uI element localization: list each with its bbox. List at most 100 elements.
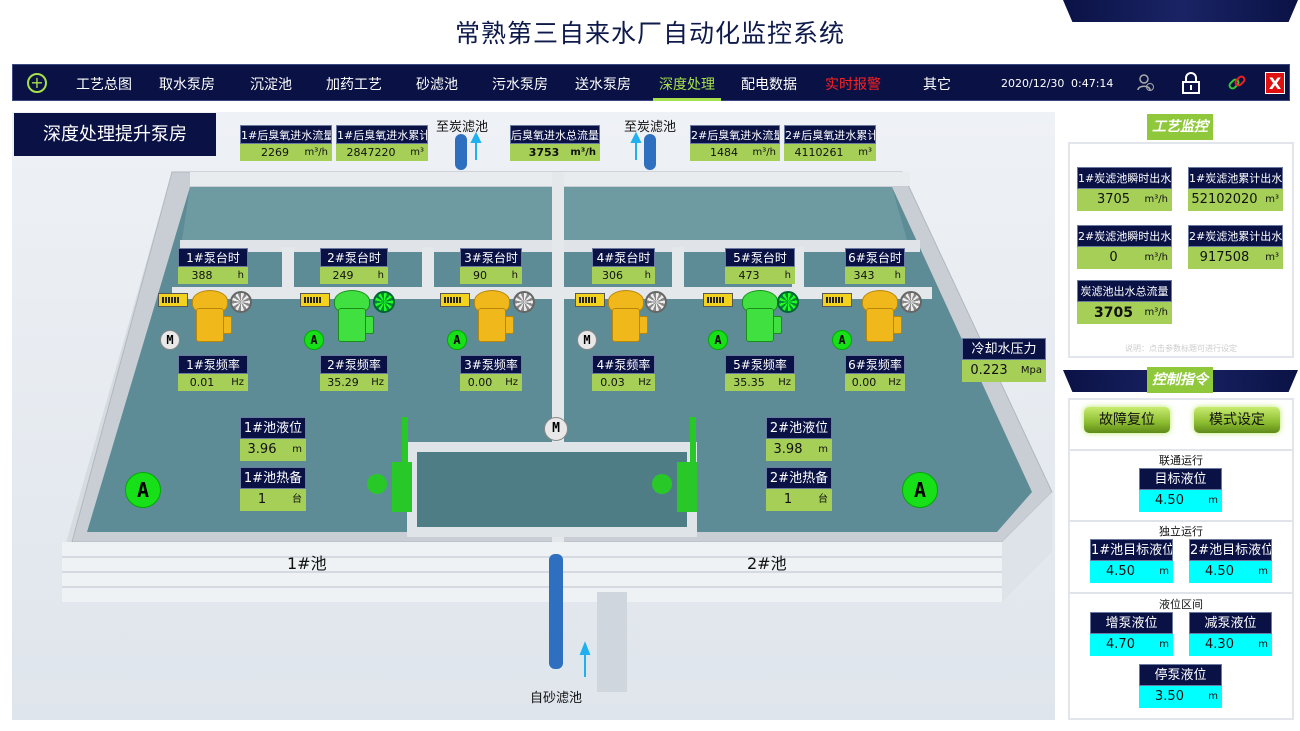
user-icon[interactable] <box>1137 73 1155 93</box>
label: 5#泵频率 <box>725 355 795 374</box>
nav-advanced-treatment[interactable]: 深度处理 <box>653 74 721 101</box>
pump-6-mode-indicator[interactable]: A <box>832 330 852 350</box>
pump-1-motor-icon[interactable] <box>192 290 232 346</box>
nav-other[interactable]: 其它 <box>923 77 951 93</box>
label: 1#泵频率 <box>178 355 248 374</box>
label: 炭滤池出水总流量 <box>1077 280 1172 302</box>
pump-1-vfd-icon[interactable] <box>158 293 188 307</box>
nav-intake-pump[interactable]: 取水泵房 <box>159 77 215 93</box>
label: 2#泵台时 <box>320 248 388 267</box>
nav-sand-filter[interactable]: 砂滤池 <box>416 77 458 93</box>
fault-reset-button[interactable]: 故障复位 <box>1084 407 1170 433</box>
pump-4-motor-icon[interactable] <box>608 290 648 346</box>
pump-5-fan-icon <box>777 291 799 313</box>
label: 6#泵台时 <box>845 248 905 267</box>
nav-realtime-alarm[interactable]: 实时报警 <box>825 77 881 93</box>
divider <box>1070 592 1292 594</box>
pump-5-mode-indicator[interactable]: A <box>708 330 728 350</box>
nav-dosing[interactable]: 加药工艺 <box>326 77 382 93</box>
nav-sewage-pump[interactable]: 污水泵房 <box>492 77 548 93</box>
pump-6-motor-icon[interactable] <box>862 290 902 346</box>
pump-5-vfd-icon[interactable] <box>703 293 733 307</box>
monitor-note: 说明：点击参数标题可进行设定 <box>1125 344 1237 353</box>
pump-3-motor-icon[interactable] <box>474 290 514 346</box>
lock-icon[interactable] <box>1181 71 1201 95</box>
label: 增泵液位 <box>1090 612 1173 634</box>
pump-3-vfd-icon[interactable] <box>440 293 470 307</box>
close-icon[interactable]: X <box>1265 72 1285 94</box>
tank-1-mode-indicator[interactable]: A <box>125 472 161 508</box>
label: 1#池液位 <box>240 417 306 439</box>
pump-2-vfd-icon[interactable] <box>300 293 330 307</box>
nav-process-overview[interactable]: 工艺总图 <box>76 77 132 93</box>
pump-2-motor-icon[interactable] <box>334 290 374 346</box>
mode-set-button[interactable]: 模式设定 <box>1194 407 1280 433</box>
pump-3-mode-indicator[interactable]: A <box>447 330 467 350</box>
nav-delivery-pump[interactable]: 送水泵房 <box>575 77 631 93</box>
control-title: 控制指令 <box>1147 367 1213 393</box>
tank-1-name: 1#池 <box>287 554 327 573</box>
pump-4-mode-indicator[interactable]: M <box>577 330 597 350</box>
from-sand-filter-label: 自砂滤池 <box>530 691 583 706</box>
pump-1-mode-indicator[interactable]: M <box>160 330 180 350</box>
nav-power-data[interactable]: 配电数据 <box>741 77 797 93</box>
pump-2-fan-icon <box>373 291 395 313</box>
nav-sedimentation[interactable]: 沉淀池 <box>250 77 292 93</box>
center-mode-indicator[interactable]: M <box>544 417 568 441</box>
label: 1#炭滤池瞬时出水 <box>1077 167 1172 189</box>
tank-2-mode-indicator[interactable]: A <box>902 472 938 508</box>
pump-2-mode-indicator[interactable]: A <box>304 330 324 350</box>
link-icon[interactable] <box>1227 73 1247 93</box>
label: 目标液位 <box>1139 468 1222 490</box>
pump-5-motor-icon[interactable] <box>742 290 782 346</box>
label: 2#池目标液位 <box>1189 539 1272 561</box>
label: 1#后臭氧进水流量 <box>240 125 332 144</box>
pump-4-vfd-icon[interactable] <box>575 293 605 307</box>
pump-6-vfd-icon[interactable] <box>822 293 852 307</box>
plus-icon[interactable]: + <box>27 73 47 93</box>
